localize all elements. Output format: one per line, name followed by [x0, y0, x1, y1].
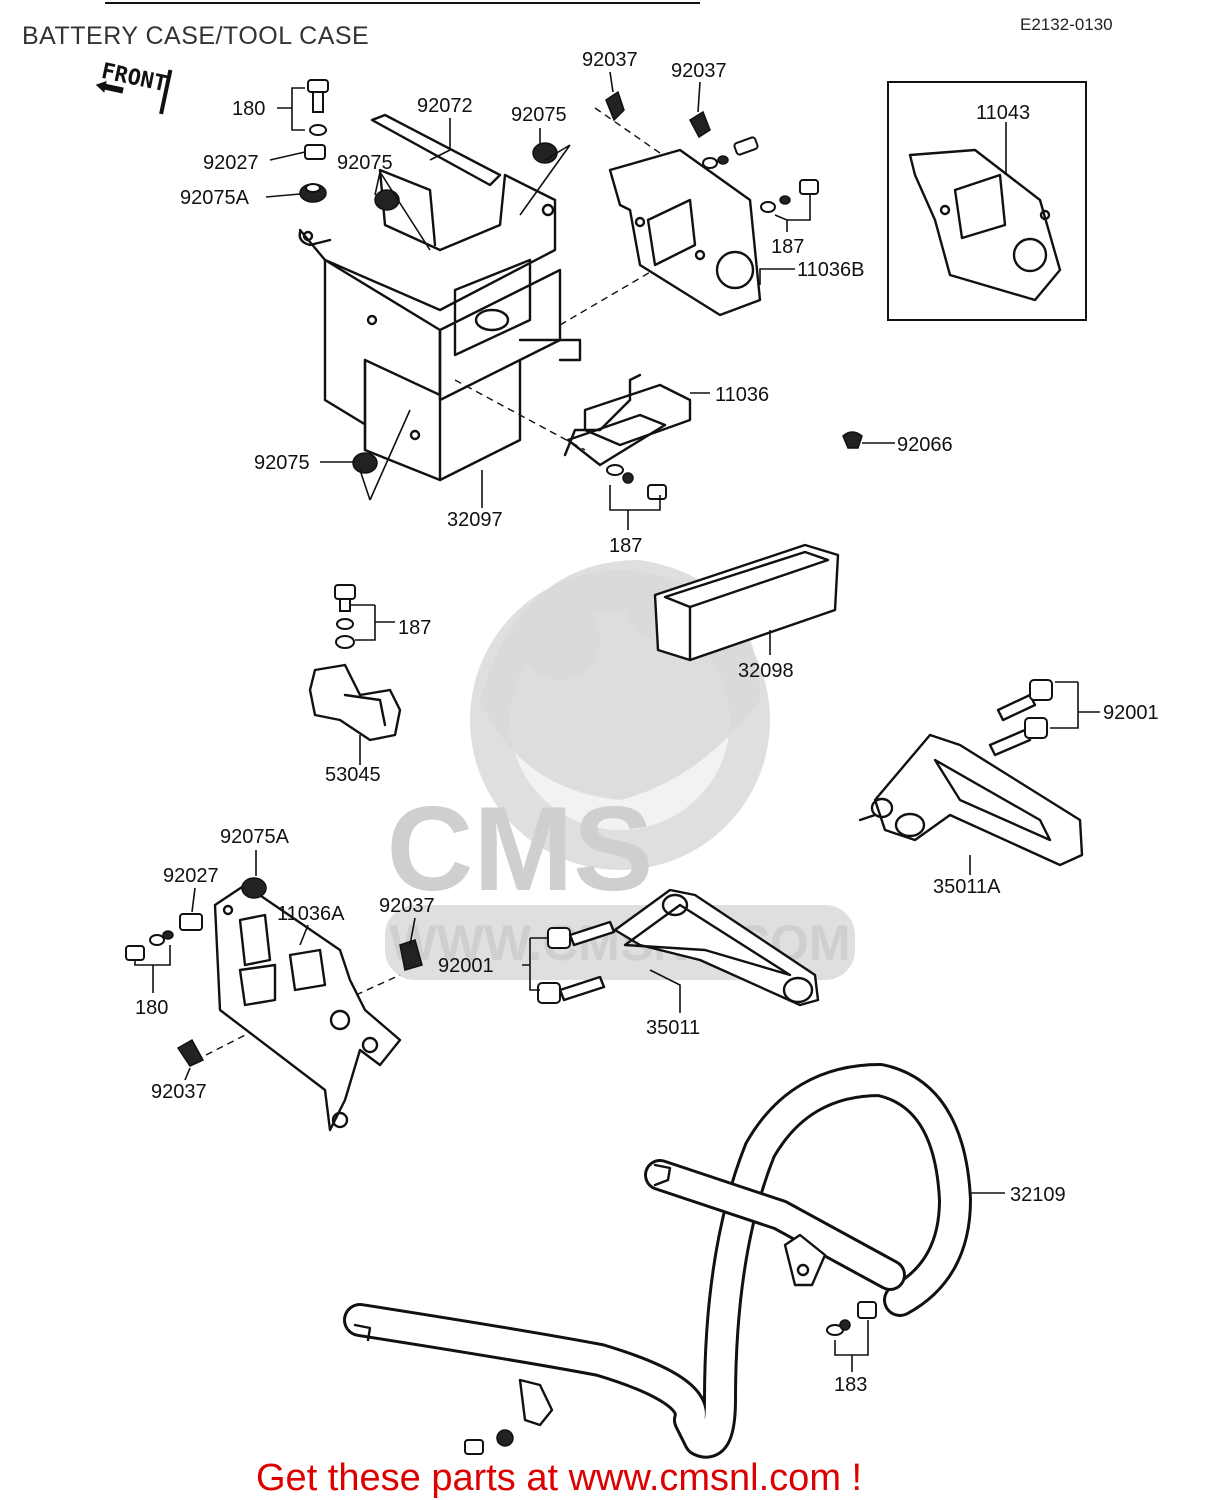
callout-11036: 11036 — [715, 384, 769, 406]
callout-180-a: 180 — [232, 98, 265, 120]
front-direction-tag: FRONT — [95, 59, 173, 115]
inset-box-11043 — [887, 81, 1087, 321]
front-tag-label: FRONT — [99, 59, 169, 97]
callout-92037-c: 92037 — [379, 895, 435, 917]
bolts-92001-lower — [537, 920, 616, 1004]
grommet-92075-upper — [352, 142, 558, 474]
callout-32109: 32109 — [1010, 1184, 1066, 1206]
callout-92037-a: 92037 — [582, 49, 638, 71]
tool-case-32098 — [653, 543, 840, 662]
callout-187-c: 187 — [398, 617, 431, 639]
callout-92075A-a: 92075A — [180, 187, 250, 209]
callout-92027-a: 92027 — [203, 152, 259, 174]
cap-92066 — [842, 431, 863, 449]
fasteners-11036A — [125, 877, 423, 1067]
bolts-92001-right — [988, 679, 1053, 757]
collar-92027 — [304, 144, 326, 160]
guard-32109 — [343, 1063, 972, 1459]
page-title: BATTERY CASE/TOOL CASE — [22, 22, 369, 50]
callout-92075-a: 92075 — [511, 104, 567, 126]
footer-cta: Get these parts at www.cmsnl.com ! — [256, 1457, 862, 1499]
bracket-35011A — [858, 733, 1084, 867]
callout-92001-a: 92001 — [1103, 702, 1159, 724]
bolts-187-mid — [606, 464, 667, 500]
callout-92027-b: 92027 — [163, 865, 219, 887]
fasteners-32109 — [464, 1301, 877, 1455]
callout-92066: 92066 — [897, 434, 953, 456]
clip-92037-top — [605, 90, 711, 139]
callout-92075-c: 92075 — [254, 452, 310, 474]
grommet-92075A — [299, 183, 327, 203]
watermark-brand: CMS — [387, 782, 654, 916]
diagram-code: E2132-0130 — [1020, 15, 1113, 34]
bracket-11036 — [563, 373, 692, 467]
callout-32098: 32098 — [738, 660, 794, 682]
callout-92072: 92072 — [417, 95, 473, 117]
bolts-187-top — [702, 136, 819, 213]
callout-92037-b: 92037 — [671, 60, 727, 82]
callout-11043: 11043 — [976, 102, 1030, 124]
callout-92075A-b: 92075A — [220, 826, 290, 848]
bracket-11036B — [608, 148, 762, 317]
bracket-53045 — [308, 584, 402, 742]
callout-11036A: 11036A — [277, 903, 345, 925]
callout-32097: 32097 — [447, 509, 503, 531]
bolt-180 — [307, 79, 329, 136]
callout-92075-b: 92075 — [337, 152, 393, 174]
callout-180-b: 180 — [135, 997, 168, 1019]
strap-92072 — [370, 113, 502, 187]
battery-case-32097 — [298, 168, 582, 482]
callout-11036B: 11036B — [797, 259, 864, 281]
leader-lines — [134, 71, 1100, 1372]
callout-92001-b: 92001 — [438, 955, 494, 977]
callout-35011A: 35011A — [933, 876, 1001, 898]
callout-53045: 53045 — [325, 764, 381, 786]
callout-187-b: 187 — [609, 535, 642, 557]
callout-183: 183 — [834, 1374, 867, 1396]
bracket-11036A — [213, 883, 402, 1132]
callout-labels: 92037 92037 180 92072 92075 11043 92027 … — [135, 49, 1159, 1396]
callout-35011: 35011 — [646, 1017, 700, 1039]
callout-92037-d: 92037 — [151, 1081, 207, 1103]
callout-187-a: 187 — [771, 236, 804, 258]
bracket-35011 — [613, 888, 820, 1007]
